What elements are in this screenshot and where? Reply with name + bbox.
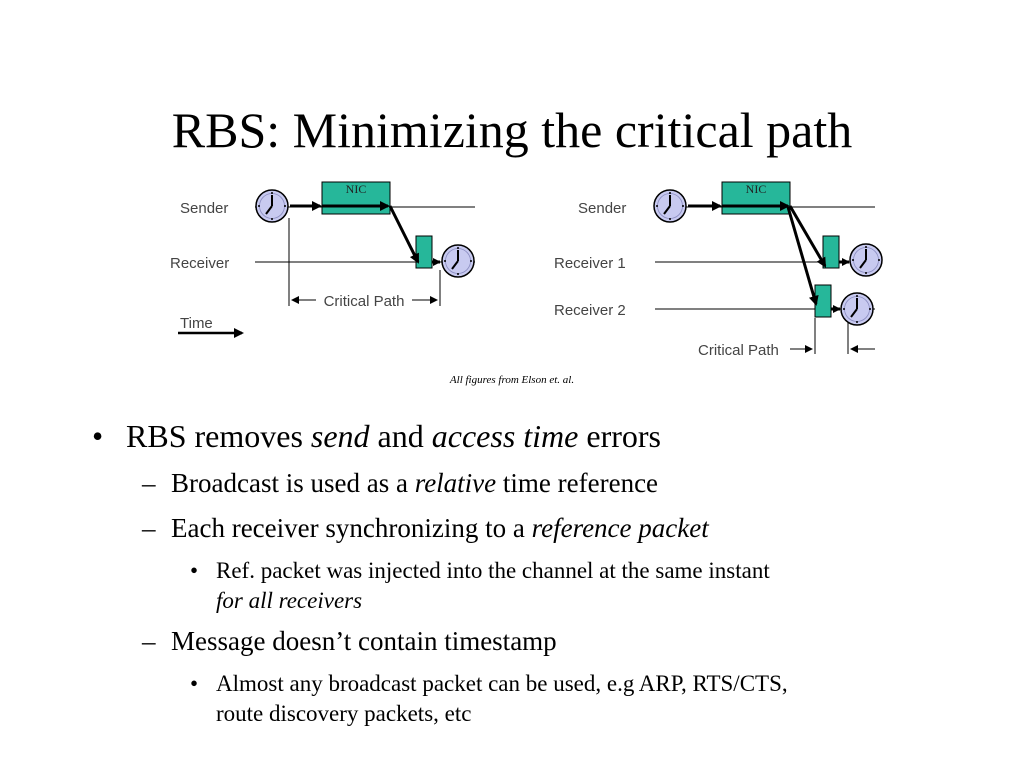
critical-path-label: Critical Path <box>698 342 779 359</box>
sender-label: Sender <box>180 200 228 217</box>
figure-right: Sender Receiver 1 Receiver 2 NIC Critica… <box>554 181 883 359</box>
receiver1-label: Receiver 1 <box>554 255 626 272</box>
bullet-text: Broadcast is used as a relative time ref… <box>171 468 659 498</box>
bullet-text: Ref. packet was injected into the channe… <box>216 558 770 583</box>
slide-title: RBS: Minimizing the critical path <box>171 102 853 158</box>
time-label: Time <box>180 315 213 332</box>
sender-nic-box <box>721 181 791 215</box>
figure-left: Sender Receiver NIC Critical Path Time <box>170 181 475 338</box>
bullet-text: route discovery packets, etc <box>216 701 472 726</box>
rbs-diagrams: Sender Receiver NIC Critical Path Time S… <box>170 181 883 359</box>
bullet-marker: • <box>92 418 104 454</box>
figure-caption: All figures from Elson et. al. <box>449 374 575 386</box>
bullet-marker: – <box>142 468 156 498</box>
bullet-text: Almost any broadcast packet can be used,… <box>216 671 788 696</box>
sender-label: Sender <box>578 200 626 217</box>
bullet-marker: – <box>142 626 156 656</box>
bullet-text: for all receivers <box>216 588 363 613</box>
nic-label: NIC <box>746 182 767 196</box>
propagation-arrow <box>388 205 420 264</box>
receiver-nic-box <box>415 235 433 269</box>
receiver1-nic-box <box>822 235 840 269</box>
bullet-text: Each receiver synchronizing to a referen… <box>171 513 709 543</box>
critical-path-label: Critical Path <box>324 293 405 310</box>
bullet-marker: – <box>142 513 156 543</box>
bullet-text: Message doesn’t contain timestamp <box>171 626 557 656</box>
nic-label: NIC <box>346 182 367 196</box>
sender-nic-box <box>321 181 391 215</box>
propagation-arrow-r1 <box>788 205 827 268</box>
propagation-arrow-r2 <box>786 206 819 306</box>
receiver-label: Receiver <box>170 255 229 272</box>
receiver2-label: Receiver 2 <box>554 302 626 319</box>
bullet-text: RBS removes send and access time errors <box>126 418 661 454</box>
bullet-marker: • <box>190 671 199 696</box>
bullet-marker: • <box>190 558 199 583</box>
